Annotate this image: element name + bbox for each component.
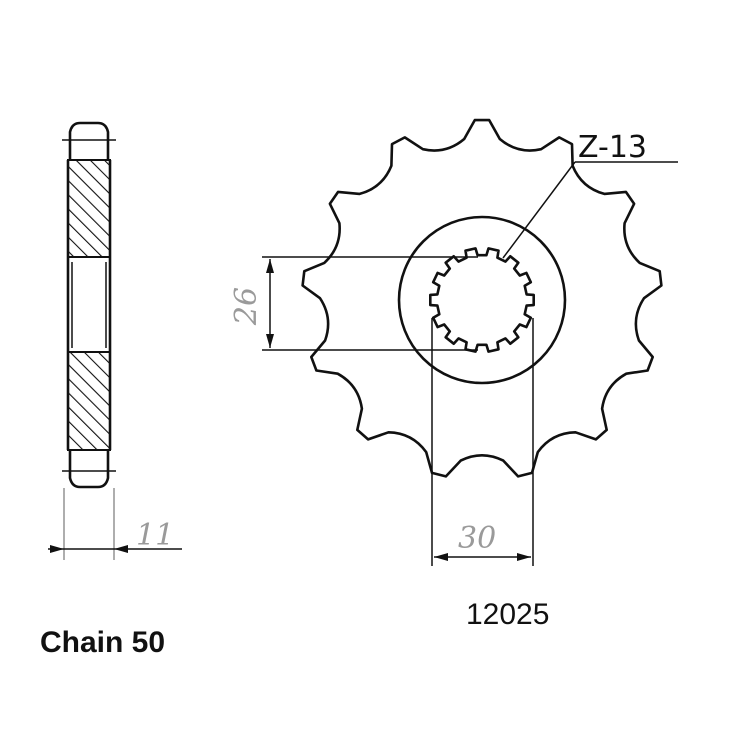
thickness-dimension: 11 <box>136 518 174 553</box>
upper-hatched-section <box>67 159 111 258</box>
part-number: 12025 <box>466 598 549 631</box>
chain-size-label: Chain 50 <box>40 626 165 659</box>
tooth-profile-top <box>68 121 110 160</box>
spline-diameter-dimension: 26 <box>229 287 264 326</box>
hub-circle <box>397 215 567 385</box>
tooth-profile-bottom <box>68 450 110 489</box>
sprocket-tooth-outline <box>301 118 663 478</box>
shaft-diameter-dimension: 30 <box>458 521 496 556</box>
teeth-count-callout: Z-13 <box>578 130 647 165</box>
side-view: 11 <box>48 121 182 560</box>
hub-bore <box>67 256 111 353</box>
front-view: 26 30 Z-13 <box>229 118 678 566</box>
spline-bore-outline <box>429 247 535 353</box>
lower-hatched-section <box>67 351 111 451</box>
